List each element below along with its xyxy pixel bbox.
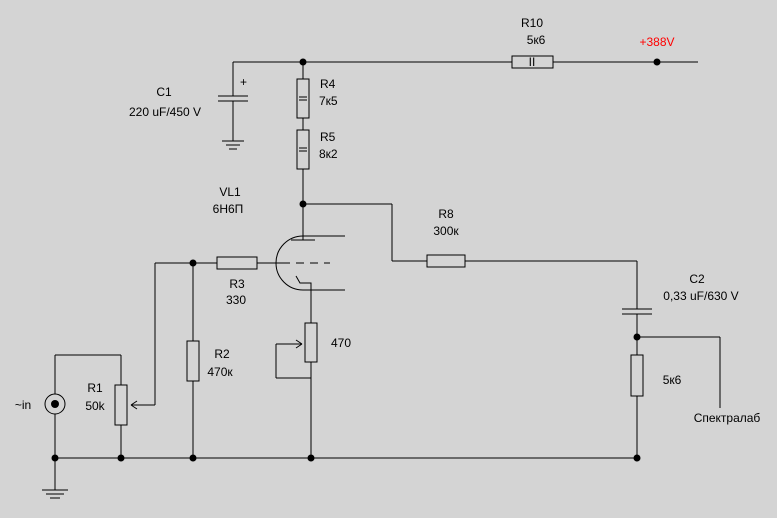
r1-ref: R1 (87, 381, 103, 395)
resistor-icon (426, 254, 466, 268)
resistor-icon (511, 55, 554, 69)
junction-dots (51, 58, 661, 462)
load-value: 5к6 (663, 373, 682, 387)
capacitor-c1: + C1 220 uF/450 V (129, 75, 248, 150)
resistor-r10: II R10 5к6 (511, 16, 554, 69)
r3-ref: R3 (229, 277, 245, 291)
c1-ref: C1 (156, 85, 172, 99)
resistor-r8: R8 300к (426, 207, 466, 268)
resistor-icon (296, 78, 310, 119)
r5-value: 8к2 (319, 147, 338, 161)
input-jack-icon (44, 393, 66, 415)
tube-vl1: VL1 6Н6П (213, 185, 345, 291)
r2-ref: R2 (214, 347, 230, 361)
resistor-icon (216, 256, 258, 270)
c1-value: 220 uF/450 V (129, 105, 201, 119)
c2-ref: C2 (689, 272, 705, 286)
resistor-r5: R5 8к2 (296, 129, 338, 170)
potentiometer-icon (295, 322, 318, 363)
resistor-r2: R2 470к (186, 340, 233, 382)
resistor-r4: R4 7к5 (296, 77, 338, 119)
resistor-icon (296, 129, 310, 170)
r5-ref: R5 (320, 130, 336, 144)
analyzer-label: Спектралаб (694, 411, 761, 425)
r3-value: 330 (226, 293, 246, 307)
r2-value: 470к (207, 365, 233, 379)
resistor-r3: R3 330 (216, 256, 258, 307)
ground-icon (42, 489, 68, 499)
r8-ref: R8 (438, 207, 454, 221)
wires (54, 61, 721, 490)
r8-value: 300к (433, 224, 459, 238)
potentiometer-r1: R1 50k (85, 381, 138, 426)
capacitor-icon (218, 95, 248, 102)
capacitor-icon (622, 308, 652, 315)
resistor-icon (186, 340, 200, 382)
input-label: ~in (15, 398, 31, 412)
vl1-value: 6Н6П (213, 202, 244, 216)
triode-icon (275, 235, 345, 291)
supply-label: +388V (639, 35, 674, 49)
r1-value: 50k (85, 399, 105, 413)
c1-polarity: + (240, 75, 247, 89)
cathode-pot-value: 470 (331, 336, 351, 350)
r4-value: 7к5 (319, 94, 338, 108)
resistor-load: 5к6 (630, 354, 682, 397)
ground-icon (222, 140, 244, 150)
r4-ref: R4 (320, 77, 336, 91)
r10-ref: R10 (521, 16, 543, 30)
r10-value: 5к6 (527, 33, 546, 47)
capacitor-c2: C2 0,33 uF/630 V (622, 272, 739, 315)
resistor-icon (630, 354, 644, 397)
input-jack: ~in (15, 393, 66, 415)
c2-value: 0,33 uF/630 V (663, 289, 738, 303)
r10-body-mark: II (529, 55, 536, 69)
vl1-ref: VL1 (219, 185, 241, 199)
potentiometer-cathode: 470 (295, 322, 351, 363)
potentiometer-icon (114, 384, 138, 426)
